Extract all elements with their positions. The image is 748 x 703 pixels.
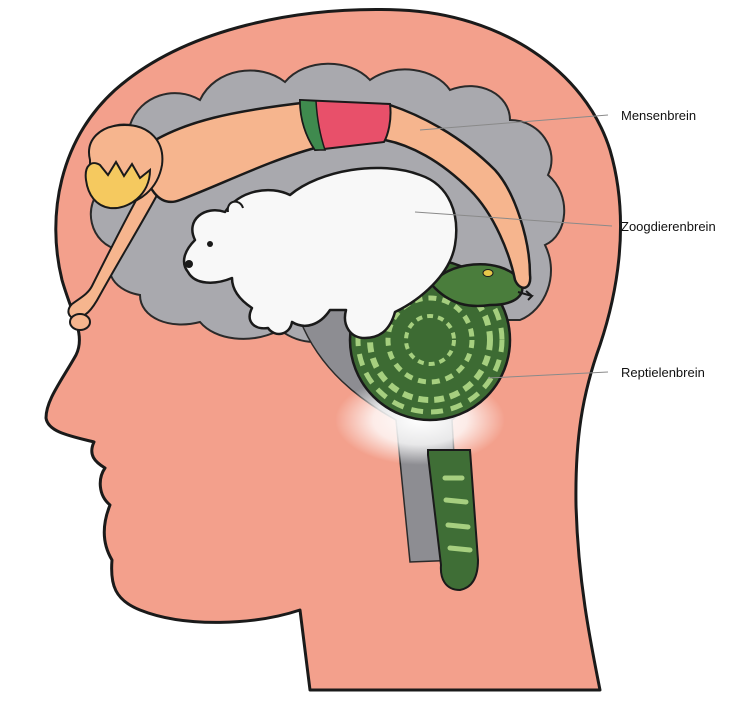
label-reptile-brain: Reptielenbrein	[621, 365, 705, 380]
label-mammal-brain: Zoogdierenbrein	[621, 219, 716, 234]
bear-nose	[185, 260, 193, 268]
label-human-brain: Mensenbrein	[621, 108, 696, 123]
snake-eye	[483, 270, 493, 277]
human-hand	[70, 314, 90, 330]
bear-eye	[207, 241, 213, 247]
